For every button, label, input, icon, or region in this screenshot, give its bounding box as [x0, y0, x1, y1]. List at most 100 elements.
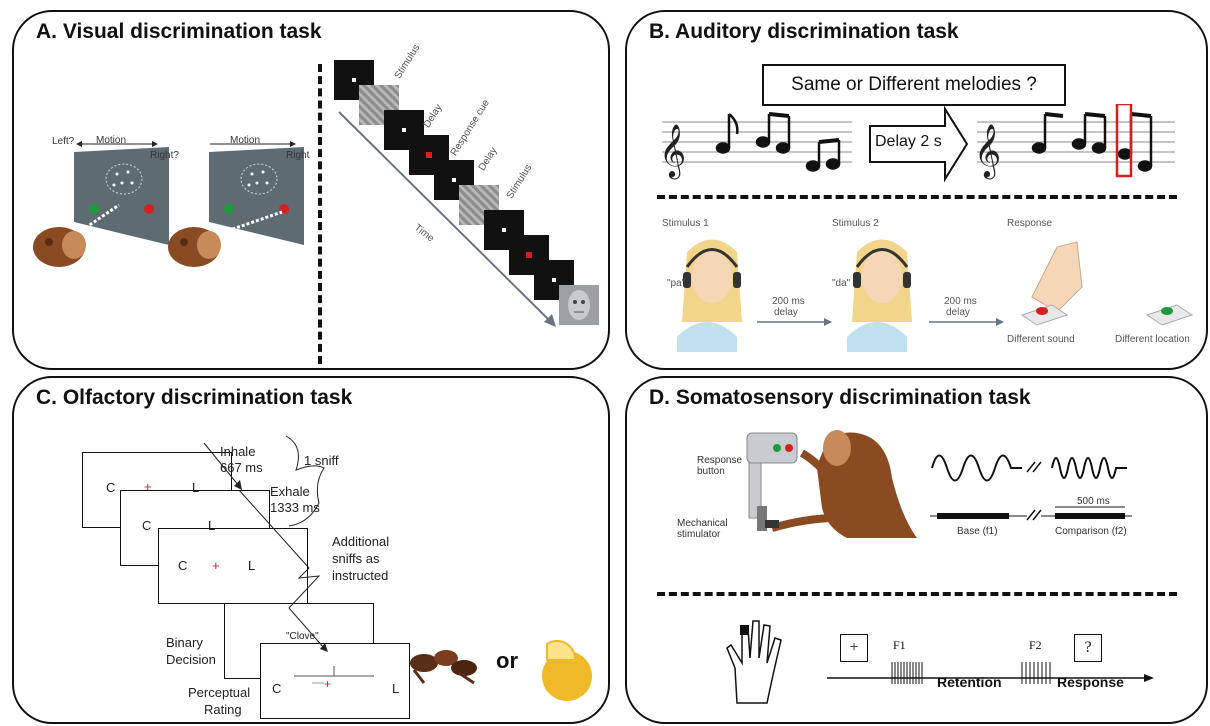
divider-a	[318, 64, 322, 364]
green-target-right	[224, 204, 234, 214]
motion-label-2: Motion	[230, 135, 261, 146]
response-label: Response	[1007, 218, 1053, 229]
divider-d	[657, 592, 1177, 596]
inhale-label: Inhale	[220, 444, 256, 459]
perceptual-line-2: Rating	[204, 702, 242, 717]
changed-note-highlight	[1115, 104, 1133, 178]
delay-arrow	[869, 105, 969, 183]
f2-label: F2	[1029, 638, 1042, 652]
stimulus-screen-left	[74, 147, 169, 245]
different-sound-label: Different sound	[1007, 334, 1075, 345]
syllable-pa: "pa"	[667, 278, 686, 289]
sniff-label: 1 sniff	[304, 453, 339, 468]
treble-clef-2: 𝄞	[974, 124, 1001, 179]
vibration-waves	[930, 454, 1132, 521]
trial-timeline	[827, 662, 1154, 684]
left-question-label: Left?	[52, 136, 75, 147]
screen3-c: C	[178, 558, 188, 573]
retention-label: Retention	[937, 674, 1002, 690]
additional-line-1: Additional	[332, 534, 390, 549]
divider-b	[657, 195, 1177, 199]
duration-500ms: 500 ms	[1077, 496, 1110, 507]
melody-1-notes	[715, 112, 841, 172]
red-target-left	[144, 204, 154, 214]
panel-a-title: A. Visual discrimination task	[36, 20, 322, 43]
perceptual-line-1: Perceptual	[188, 685, 251, 700]
screen2-c: C	[142, 518, 152, 533]
screen1-c: C	[106, 480, 116, 495]
screen1-l: L	[192, 480, 200, 495]
dot-aperture-left	[105, 163, 143, 195]
delay-ms-2: 200 ms	[944, 296, 977, 307]
clove-image	[410, 650, 477, 685]
response-hand	[1020, 241, 1194, 326]
response-button-red	[785, 444, 793, 452]
screen2-l: L	[208, 518, 216, 533]
comparison-f2-label: Comparison (f2)	[1055, 526, 1127, 537]
monkey-head-left	[33, 227, 86, 267]
rating-c: C	[272, 681, 282, 696]
response-button-label-2: button	[697, 466, 725, 477]
olfactory-timeline	[203, 435, 328, 652]
dot-aperture-right	[240, 163, 278, 195]
question-box: ?	[1074, 634, 1102, 662]
listener-2	[847, 239, 912, 352]
f1-label: F1	[893, 638, 906, 652]
exhale-ms-label: 1333 ms	[270, 500, 320, 515]
screen3-l: L	[248, 558, 256, 573]
fixation-box: +	[840, 634, 868, 662]
motion-label-1: Motion	[96, 135, 127, 146]
f1-pulses	[891, 662, 923, 684]
syllable-da: "da"	[832, 278, 851, 289]
right-label-2: Right	[286, 150, 310, 161]
screen-face	[559, 285, 599, 325]
screen1-plus: +	[144, 479, 152, 494]
mechanical-label-2: stimulator	[677, 529, 721, 540]
monkey-somatosensory-illustration	[746, 430, 917, 538]
panel-a: A. Visual discrimination task	[12, 10, 610, 370]
mechanical-label-1: Mechanical	[677, 518, 728, 529]
stimulus-2-label: Stimulus 2	[832, 218, 879, 229]
delay-arrow-label: Delay 2 s	[875, 133, 942, 150]
hand-stimulation-icon	[726, 620, 782, 704]
delay-ms-1: 200 ms	[772, 296, 805, 307]
binary-line-2: Decision	[166, 652, 216, 667]
clove-word: "Clove"	[286, 631, 319, 642]
inhale-ms-label: 667 ms	[220, 460, 263, 475]
response-button-label-1: Response	[697, 455, 743, 466]
lemon-image	[542, 639, 592, 701]
base-f1-label: Base (f1)	[957, 526, 998, 537]
right-question-label: Right?	[150, 150, 179, 161]
listener-1	[677, 239, 742, 352]
stimulus-1-label: Stimulus 1	[662, 218, 709, 229]
additional-line-2: sniffs as	[332, 551, 380, 566]
melody-staff: 𝄞 𝄞	[659, 104, 1175, 183]
step-label-stimulus-1: Stimulus	[392, 42, 423, 81]
screen-c-5	[260, 643, 410, 719]
treble-clef-1: 𝄞	[659, 124, 686, 179]
wave-base	[931, 454, 1022, 482]
screen3-plus: +	[212, 558, 220, 573]
panel-d-title: D. Somatosensory discrimination task	[649, 386, 1031, 409]
panel-b: B. Auditory discrimination task Same or …	[625, 10, 1208, 370]
or-text: or	[496, 648, 518, 673]
response-button-green	[773, 444, 781, 452]
monkey-head-right	[168, 227, 221, 267]
time-arrow	[338, 111, 556, 327]
delay-word-1: delay	[774, 307, 798, 318]
wave-comparison	[1051, 457, 1127, 479]
stimulus-screen-right	[209, 147, 304, 245]
panel-b-title: B. Auditory discrimination task	[649, 20, 959, 43]
delay-word-2: delay	[946, 307, 970, 318]
rating-scale: +	[294, 666, 374, 691]
melody-question-box: Same or Different melodies ?	[762, 64, 1066, 106]
exhale-label: Exhale	[270, 484, 310, 499]
panel-c: C. Olfactory discrimination task C + L C…	[12, 376, 610, 724]
additional-line-3: instructed	[332, 568, 389, 583]
rating-l: L	[392, 681, 400, 696]
f2-pulses	[1021, 662, 1051, 684]
svg-text:+: +	[324, 677, 331, 691]
panel-c-title: C. Olfactory discrimination task	[36, 386, 353, 409]
green-target-left	[89, 204, 99, 214]
panel-d: D. Somatosensory discrimination task Res…	[625, 376, 1208, 724]
